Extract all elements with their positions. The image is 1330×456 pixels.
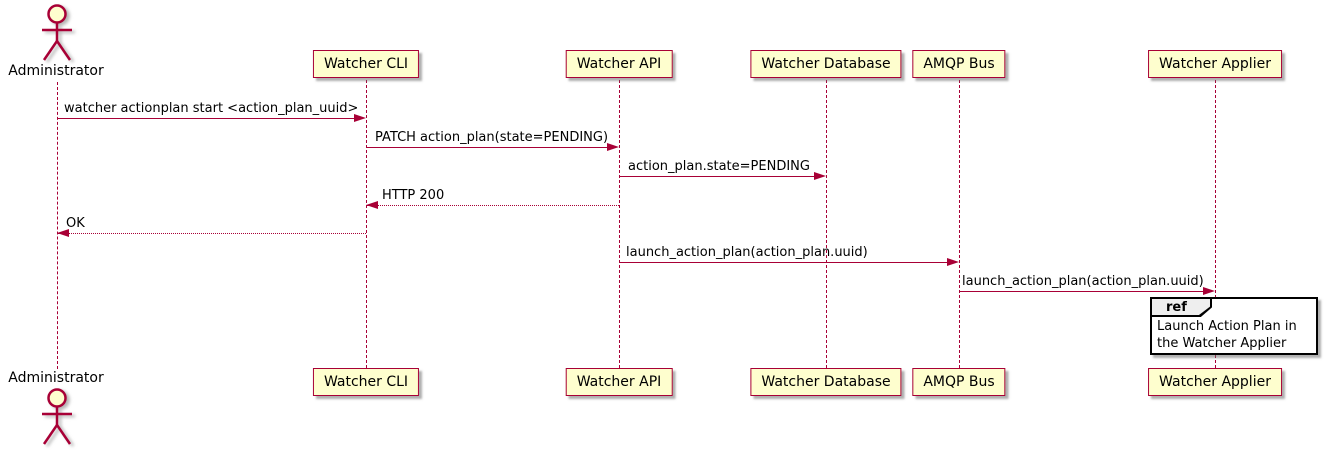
ref-text: Launch Action Plan in the Watcher Applie…	[1157, 319, 1297, 351]
message-arrow-line	[619, 176, 815, 177]
message-label: watcher actionplan start <action_plan_uu…	[64, 101, 359, 116]
arrowhead-icon	[947, 258, 959, 266]
participant-watcher-applier-bottom: Watcher Applier	[1148, 368, 1282, 396]
participant-amqp-bus-top: AMQP Bus	[912, 50, 1006, 78]
participant-watcher-api-bottom: Watcher API	[565, 368, 673, 396]
message-label: HTTP 200	[382, 188, 445, 203]
actor-icon	[42, 388, 72, 445]
message-label: launch_action_plan(action_plan.uuid)	[962, 274, 1204, 289]
lifeline-watcher-api	[619, 80, 620, 368]
message-arrow-line	[619, 262, 949, 263]
participant-watcher-cli-top: Watcher CLI	[312, 50, 420, 78]
message-label: launch_action_plan(action_plan.uuid)	[626, 245, 868, 260]
lifeline-watcher-database	[826, 80, 827, 368]
ref-tab	[1150, 297, 1212, 317]
lifeline-administrator	[57, 82, 58, 369]
participant-amqp-bus-bottom: AMQP Bus	[912, 368, 1006, 396]
actor-icon	[42, 4, 72, 61]
arrowhead-icon	[1203, 287, 1215, 295]
participant-watcher-applier-top: Watcher Applier	[1148, 50, 1282, 78]
lifeline-amqp-bus	[959, 80, 960, 368]
lifeline-watcher-cli	[366, 80, 367, 368]
ref-fragment: ref Launch Action Plan in the Watcher Ap…	[1150, 297, 1318, 355]
participant-watcher-database-top: Watcher Database	[750, 50, 902, 78]
arrowhead-icon	[366, 201, 378, 209]
arrowhead-icon	[607, 143, 619, 151]
message-arrow-line	[57, 118, 355, 119]
message-return-line	[367, 205, 619, 206]
participant-watcher-database-bottom: Watcher Database	[750, 368, 902, 396]
arrowhead-icon	[354, 114, 366, 122]
message-label: action_plan.state=PENDING	[628, 159, 810, 174]
participant-watcher-api-top: Watcher API	[565, 50, 673, 78]
arrowhead-icon	[57, 229, 69, 237]
message-arrow-line	[959, 291, 1205, 292]
message-label: OK	[66, 216, 85, 231]
actor-label-bottom: Administrator	[8, 370, 104, 386]
actor-label-top: Administrator	[8, 63, 104, 79]
lifeline-watcher-applier	[1215, 80, 1216, 368]
message-return-line	[58, 233, 366, 234]
message-label: PATCH action_plan(state=PENDING)	[375, 130, 609, 145]
ref-keyword: ref	[1166, 300, 1187, 315]
participant-watcher-cli-bottom: Watcher CLI	[312, 368, 420, 396]
arrowhead-icon	[814, 172, 826, 180]
message-arrow-line	[366, 147, 608, 148]
